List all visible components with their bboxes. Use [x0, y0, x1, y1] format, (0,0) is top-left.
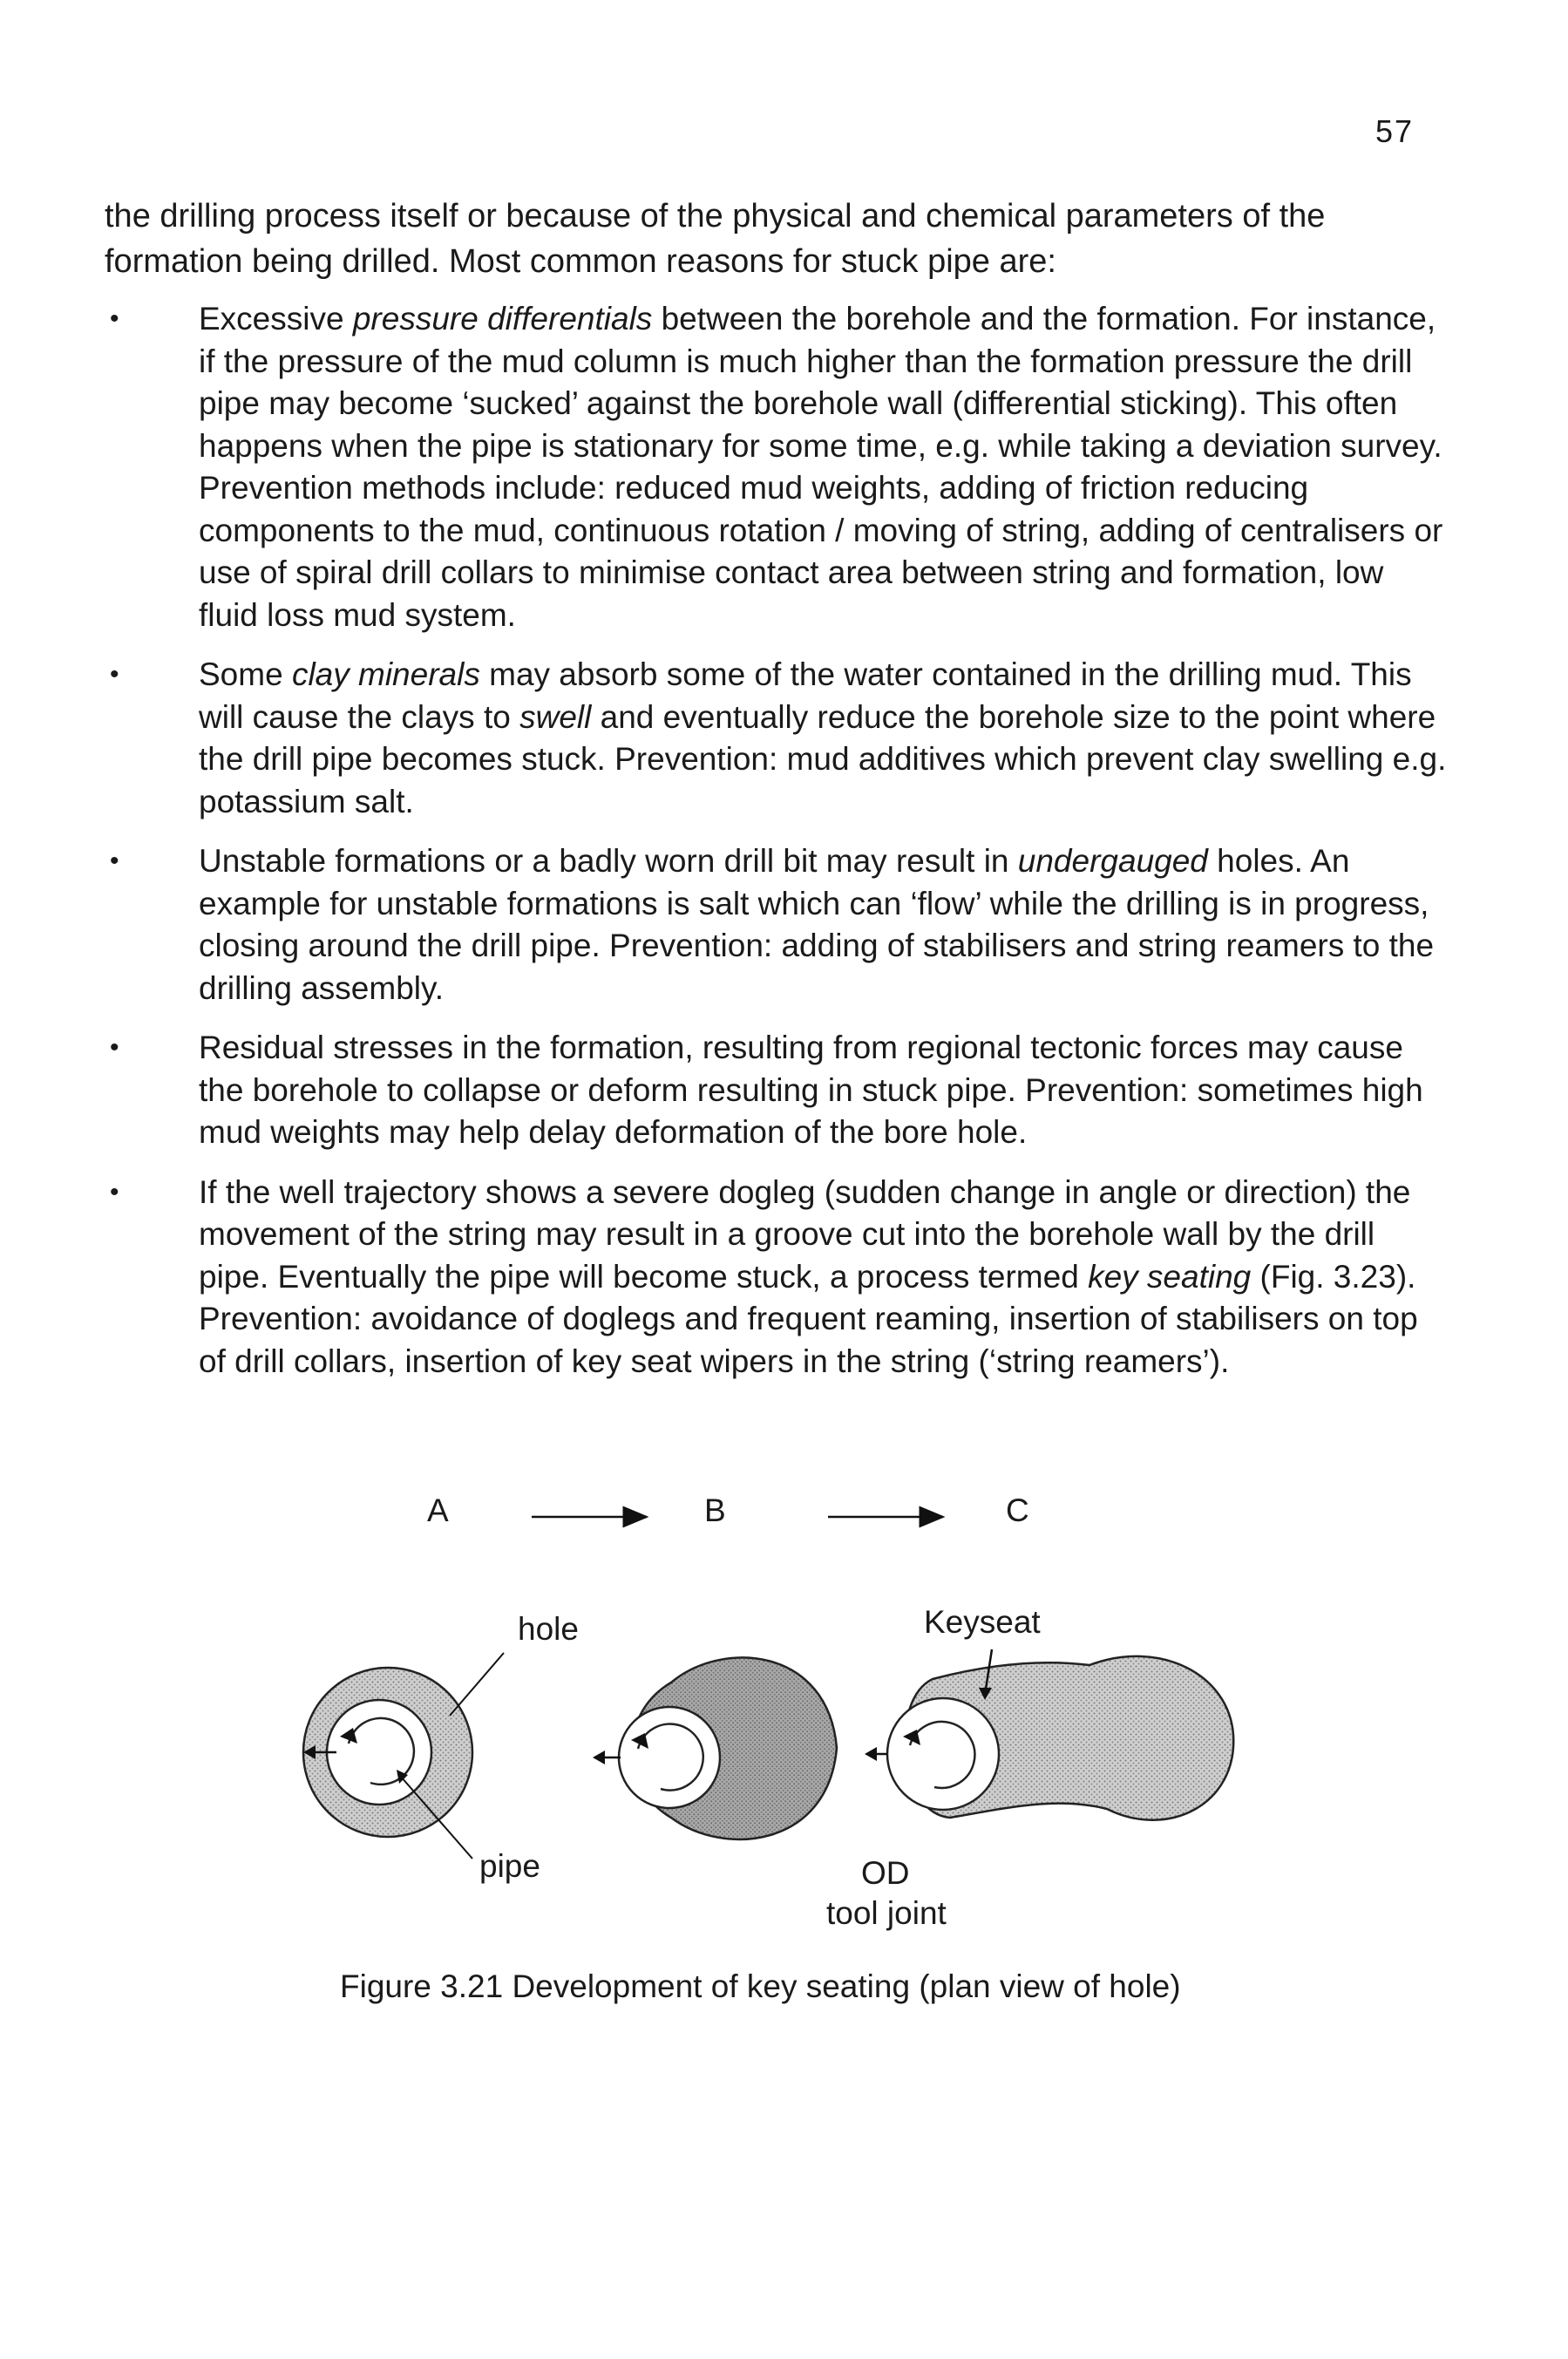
bullet-list: •Excessive pressure differentials betwee… [105, 298, 1447, 1400]
bullet-icon: • [110, 304, 119, 333]
label-tool-joint: tool joint [826, 1895, 947, 1931]
list-item: •Some clay minerals may absorb some of t… [105, 654, 1447, 823]
figure-caption: Figure 3.21 Development of key seating (… [340, 1968, 1181, 2004]
page-number: 57 [1375, 113, 1415, 149]
list-item: •Residual stresses in the formation, res… [105, 1027, 1447, 1154]
stage-a-hole [302, 1652, 505, 1859]
bullet-icon: • [110, 846, 119, 875]
intro-paragraph: the drilling process itself or because o… [105, 198, 1326, 280]
label-od: OD [861, 1855, 910, 1891]
bullet-icon: • [110, 1177, 119, 1207]
stage-label-b: B [704, 1492, 726, 1528]
stage-c-keyseat [865, 1649, 1235, 1821]
stage-b-hole [593, 1656, 838, 1841]
label-hole: hole [518, 1611, 579, 1647]
stage-label-c: C [1006, 1492, 1029, 1528]
key-seating-figure: A B C hole Keyseat pipe OD tool joint [288, 1482, 1299, 1970]
label-pipe: pipe [479, 1848, 540, 1884]
bullet-icon: • [110, 660, 119, 689]
list-item: •Unstable formations or a badly worn dri… [105, 840, 1447, 1010]
key-seating-diagram [302, 1506, 1235, 1859]
list-item: •If the well trajectory shows a severe d… [105, 1172, 1447, 1383]
bullet-icon: • [110, 1033, 119, 1062]
list-item: •Excessive pressure differentials betwee… [105, 298, 1447, 636]
label-keyseat: Keyseat [924, 1604, 1041, 1640]
stage-label-a: A [427, 1492, 449, 1528]
